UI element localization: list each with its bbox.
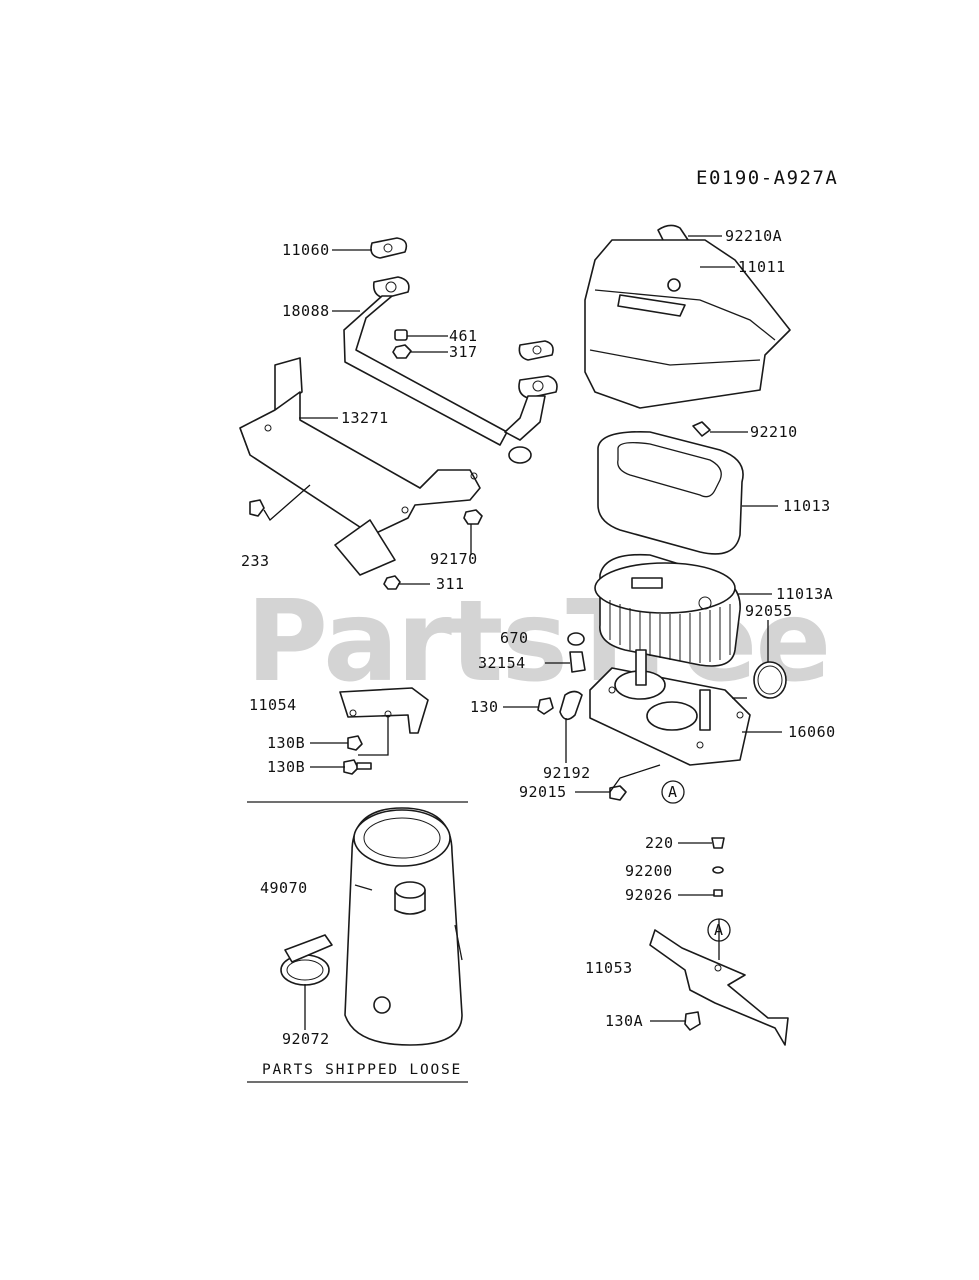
label-11053: 11053 bbox=[585, 959, 633, 977]
screw-220-drawing bbox=[711, 837, 725, 849]
label-92026: 92026 bbox=[625, 886, 673, 904]
label-11054: 11054 bbox=[249, 696, 297, 714]
watermark: PartsTree bbox=[246, 577, 829, 707]
label-11013: 11013 bbox=[783, 497, 831, 515]
label-32154: 32154 bbox=[478, 654, 526, 672]
label-130B-2: 130B bbox=[267, 758, 305, 776]
nut-92015-drawing bbox=[609, 785, 627, 801]
bolt-233-drawing bbox=[249, 499, 265, 517]
label-11013A: 11013A bbox=[776, 585, 833, 603]
hose-92192-drawing bbox=[559, 690, 583, 721]
svg-text:A: A bbox=[668, 783, 678, 801]
label-92200: 92200 bbox=[625, 862, 673, 880]
muffler-49070-drawing bbox=[344, 807, 463, 1046]
label-49070: 49070 bbox=[260, 879, 308, 897]
label-92015: 92015 bbox=[519, 783, 567, 801]
label-130: 130 bbox=[470, 698, 499, 716]
label-11011: 11011 bbox=[738, 258, 786, 276]
leader-lines bbox=[263, 235, 782, 1030]
bracket-11054-drawing bbox=[339, 687, 429, 734]
bracket-13271-drawing bbox=[239, 357, 481, 576]
exhaust-pipe-18088-drawing bbox=[343, 276, 558, 464]
seal-92055-drawing bbox=[753, 661, 787, 699]
fitting-32154-drawing bbox=[569, 651, 586, 673]
bolt-130A-drawing bbox=[684, 1011, 701, 1031]
pre-cleaner-11013-drawing bbox=[597, 431, 744, 555]
label-317: 317 bbox=[449, 343, 478, 361]
label-92055: 92055 bbox=[745, 602, 793, 620]
label-13271: 13271 bbox=[341, 409, 389, 427]
label-11060: 11060 bbox=[282, 241, 330, 259]
label-16060: 16060 bbox=[788, 723, 836, 741]
bolt-130-drawing bbox=[537, 697, 554, 715]
label-92072: 92072 bbox=[282, 1030, 330, 1048]
washer-92200-drawing bbox=[712, 866, 724, 874]
clamp-311-drawing bbox=[383, 575, 401, 590]
ring-670-drawing bbox=[567, 632, 585, 646]
nut-92210-drawing bbox=[692, 421, 711, 437]
diagram-code: E0190-A927A bbox=[696, 167, 838, 189]
bracket-11053-drawing bbox=[649, 929, 789, 1046]
label-18088: 18088 bbox=[282, 302, 330, 320]
parts-shipped-loose-note: PARTS SHIPPED LOOSE bbox=[262, 1062, 462, 1078]
label-92192: 92192 bbox=[543, 764, 591, 782]
label-92210: 92210 bbox=[750, 423, 798, 441]
ref-marker-a-1: A bbox=[661, 780, 685, 804]
label-670: 670 bbox=[500, 629, 529, 647]
label-92210A: 92210A bbox=[725, 227, 782, 245]
nut-461-drawing bbox=[394, 329, 408, 341]
label-461: 461 bbox=[449, 327, 478, 345]
bolt-130B-1-drawing bbox=[347, 735, 363, 751]
bolt-130B-2-drawing bbox=[343, 759, 372, 775]
label-130A: 130A bbox=[605, 1012, 643, 1030]
label-130B-1: 130B bbox=[267, 734, 305, 752]
cover-11011-drawing bbox=[584, 239, 791, 409]
gasket-11060-drawing bbox=[370, 237, 408, 259]
base-16060-drawing bbox=[589, 649, 751, 766]
nut-92170-drawing bbox=[463, 509, 483, 525]
clamp-92072-drawing bbox=[280, 934, 333, 986]
nut-317-drawing bbox=[392, 344, 412, 359]
label-92170: 92170 bbox=[430, 550, 478, 568]
filter-element-11013A-drawing bbox=[594, 553, 741, 667]
label-311: 311 bbox=[436, 575, 465, 593]
washer-92026-drawing bbox=[713, 889, 723, 897]
label-220: 220 bbox=[645, 834, 674, 852]
label-233: 233 bbox=[241, 552, 270, 570]
